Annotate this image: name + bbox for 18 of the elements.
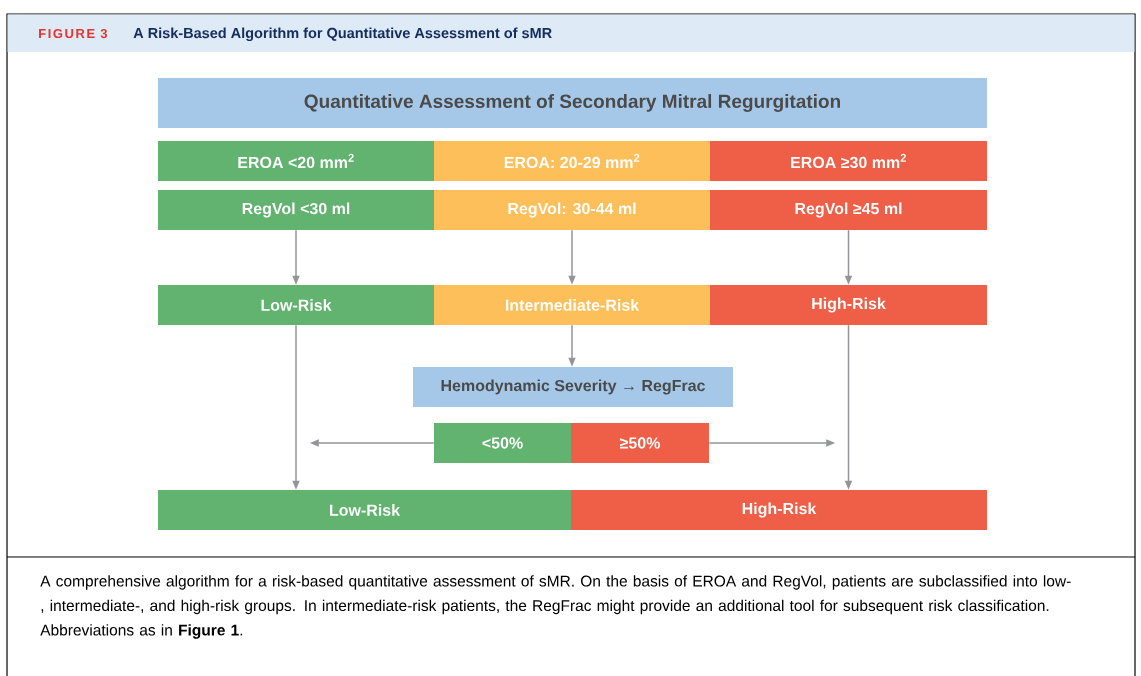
- heading-bar: Quantitative Assessment of Secondary Mitral Regurgitation: [158, 78, 987, 128]
- category-box: EROA <20 mm$^{2}$: [158, 141, 434, 181]
- figure-title: A Risk-Based Algorithm for Quantitative Assessment of sMR: [133, 27, 552, 42]
- risk-box: Low-Risk: [158, 490, 571, 530]
- category-box: EROA ≥30 mm$^{2}$: [710, 141, 987, 181]
- risk-box: High-Risk: [710, 285, 987, 325]
- threshold-box: <50%: [434, 423, 571, 463]
- category-box: EROA: 20-29 mm$^{2}$: [434, 141, 710, 181]
- risk-box: Intermediate-Risk: [434, 285, 710, 325]
- category-box: RegVol: 30-44 ml: [434, 190, 710, 230]
- process-box: Hemodynamic Severity → RegFrac: [413, 367, 733, 407]
- category-box: RegVol ≥45 ml: [710, 190, 987, 230]
- risk-box: High-Risk: [571, 490, 987, 530]
- category-box: RegVol <30 ml: [158, 190, 434, 230]
- figure-number: FIGURE 3: [39, 28, 108, 39]
- risk-box: Low-Risk: [158, 285, 434, 325]
- threshold-box: ≥50%: [571, 423, 709, 463]
- caption: A comprehensive algorithm for a risk-based quantitative assessment of sMR. On the basis of EROA and RegVol, patients are subclassified into low-, intermediate-, and high-risk groups. In intermediate-risk patients, the RegFrac might provide an additional tool for subsequent risk classification. Abbreviations as in Figure 1.: [40, 575, 1071, 639]
